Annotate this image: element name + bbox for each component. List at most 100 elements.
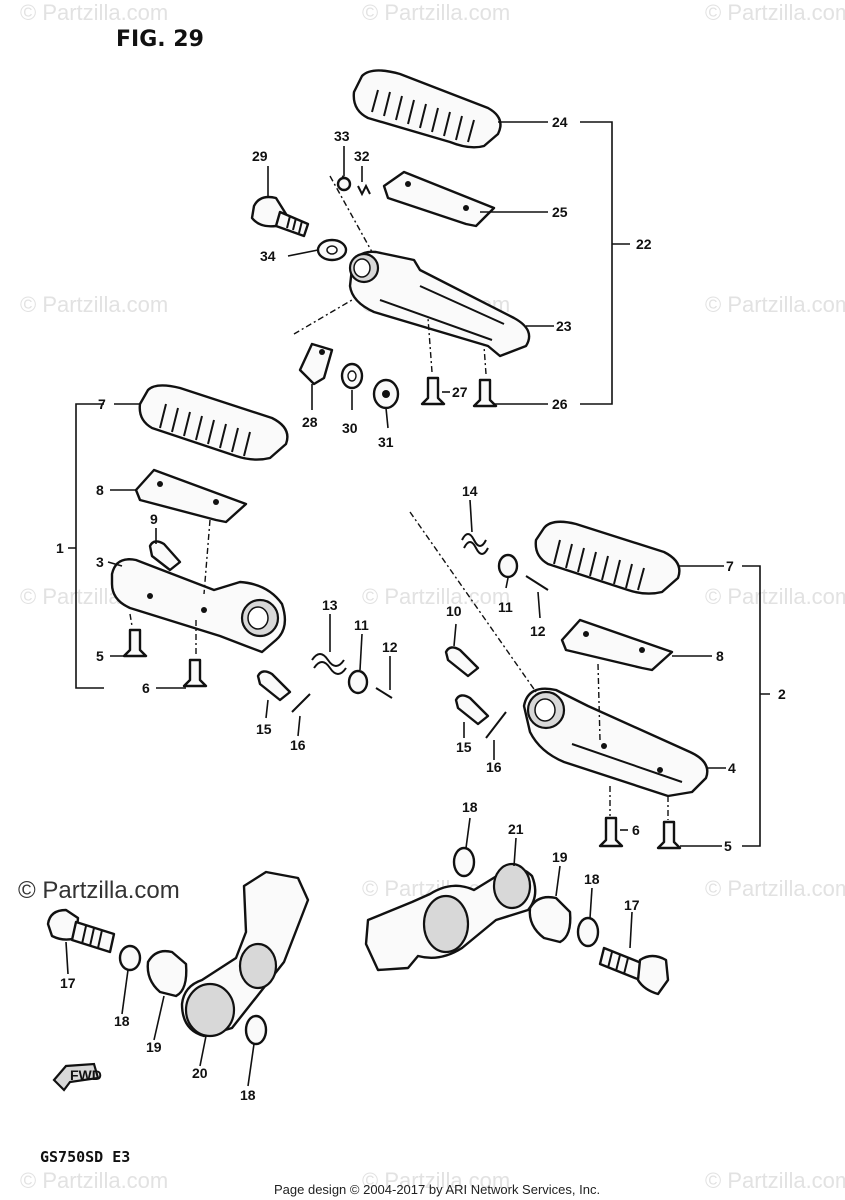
- callout-22: 22: [636, 236, 652, 252]
- callout-6-left: 6: [142, 680, 150, 696]
- right-washer-18a: [452, 846, 476, 878]
- callout-4: 4: [728, 760, 736, 776]
- rear-screws-26-27: [420, 376, 498, 408]
- left-pin-9: [148, 540, 182, 572]
- leader-lines: [65, 121, 726, 1087]
- left-washer-11: [347, 669, 369, 695]
- model-code: GS750SD E3: [40, 1148, 130, 1166]
- watermark: © Partzilla.com: [20, 1168, 168, 1193]
- callout-11-left: 11: [354, 617, 369, 633]
- callout-18-right-b: 18: [584, 871, 600, 887]
- left-spring-13: [311, 653, 347, 675]
- callout-15-left: 15: [256, 721, 272, 737]
- right-footrest-plate-8: [560, 618, 674, 672]
- callout-5-right: 5: [724, 838, 732, 854]
- rear-spring-32: [357, 183, 371, 197]
- callout-19-right: 19: [552, 849, 568, 865]
- page-footer: Page design © 2004-2017 by ARI Network S…: [274, 1182, 600, 1197]
- callout-6-right: 6: [632, 822, 640, 838]
- rear-stopper-28: [298, 342, 334, 386]
- callout-19-left: 19: [146, 1039, 162, 1055]
- callout-21: 21: [508, 821, 524, 837]
- callout-12-right: 12: [530, 623, 546, 639]
- callout-26: 26: [552, 396, 568, 412]
- callout-16-right: 16: [486, 759, 502, 775]
- callout-29: 29: [252, 148, 268, 164]
- left-cotter-pin-12: [375, 687, 393, 699]
- right-washer-18b: [576, 916, 600, 948]
- group-1-bracket: [68, 403, 104, 689]
- fwd-label: FWD: [70, 1067, 102, 1083]
- right-footrest-bracket-4: [522, 687, 709, 798]
- watermark: © Partzilla.com: [20, 0, 168, 25]
- callout-18-left-b: 18: [240, 1087, 256, 1103]
- watermark: © Partzilla.com: [705, 0, 845, 25]
- left-footrest-rubber-7: [138, 384, 289, 461]
- callout-28: 28: [302, 414, 318, 430]
- left-bolt-17: [46, 908, 116, 954]
- watermark: © Partzilla.com: [705, 584, 845, 609]
- left-pivot-arm-20: [180, 870, 310, 1038]
- right-pin-10: [444, 646, 480, 678]
- left-screws-5-6: [122, 628, 208, 688]
- right-washer-11: [497, 553, 519, 579]
- callout-17-left: 17: [60, 975, 76, 991]
- right-pin-15: [454, 694, 490, 726]
- right-spring-14: [461, 533, 489, 555]
- callout-11-right: 11: [498, 599, 513, 615]
- callout-8-left: 8: [96, 482, 104, 498]
- callout-20: 20: [192, 1065, 208, 1081]
- callout-23: 23: [556, 318, 572, 334]
- callout-9: 9: [150, 511, 158, 527]
- right-cotter-pin-12: [525, 575, 549, 591]
- left-washer-18b: [244, 1014, 268, 1046]
- callout-12-left: 12: [382, 639, 398, 655]
- callout-25: 25: [552, 204, 568, 220]
- watermark: © Partzilla.com: [20, 292, 168, 317]
- right-bushing-19: [528, 895, 572, 944]
- watermark: © Partzilla.com: [705, 1168, 845, 1193]
- right-bolt-17: [598, 946, 670, 996]
- left-washer-18a: [118, 944, 142, 972]
- forward-arrow-icon: FWD: [52, 1062, 102, 1092]
- watermark: © Partzilla.com: [362, 584, 510, 609]
- left-cotter-16: [291, 693, 311, 713]
- callout-5-left: 5: [96, 648, 104, 664]
- left-bushing-19: [146, 949, 188, 998]
- rear-washer-34: [316, 238, 348, 262]
- callout-16-left: 16: [290, 737, 306, 753]
- right-cotter-16: [485, 711, 507, 739]
- callout-15-right: 15: [456, 739, 472, 755]
- callout-17-right: 17: [624, 897, 640, 913]
- callout-3: 3: [96, 554, 104, 570]
- callout-7-left: 7: [98, 396, 106, 412]
- watermark: © Partzilla.com: [705, 292, 845, 317]
- rear-footrest-plate-25: [382, 170, 496, 228]
- callout-7-right: 7: [726, 558, 734, 574]
- callout-27: 27: [452, 384, 468, 400]
- callout-2: 2: [778, 686, 786, 702]
- callout-8-right: 8: [716, 648, 724, 664]
- left-footrest-plate-8: [134, 468, 248, 524]
- callout-13: 13: [322, 597, 338, 613]
- right-footrest-rubber-7: [534, 520, 681, 595]
- callout-32: 32: [354, 148, 370, 164]
- callout-33: 33: [334, 128, 350, 144]
- rear-nut-31: [372, 378, 400, 410]
- watermark: © Partzilla.com: [705, 876, 845, 901]
- callout-24: 24: [552, 114, 568, 130]
- callout-34: 34: [260, 248, 276, 264]
- left-pin-15: [256, 670, 292, 702]
- callout-18-right-a: 18: [462, 799, 478, 815]
- watermark: © Partzilla.com: [362, 0, 510, 25]
- rear-footrest-rubber-24: [352, 69, 502, 149]
- callout-14: 14: [462, 483, 478, 499]
- callout-30: 30: [342, 420, 358, 436]
- rear-footrest-bracket-23: [348, 250, 531, 358]
- callout-31: 31: [378, 434, 394, 450]
- partzilla-watermark: © Partzilla.com: [18, 877, 180, 904]
- rear-pivot-bolt-29: [250, 195, 310, 238]
- callout-1: 1: [56, 540, 64, 556]
